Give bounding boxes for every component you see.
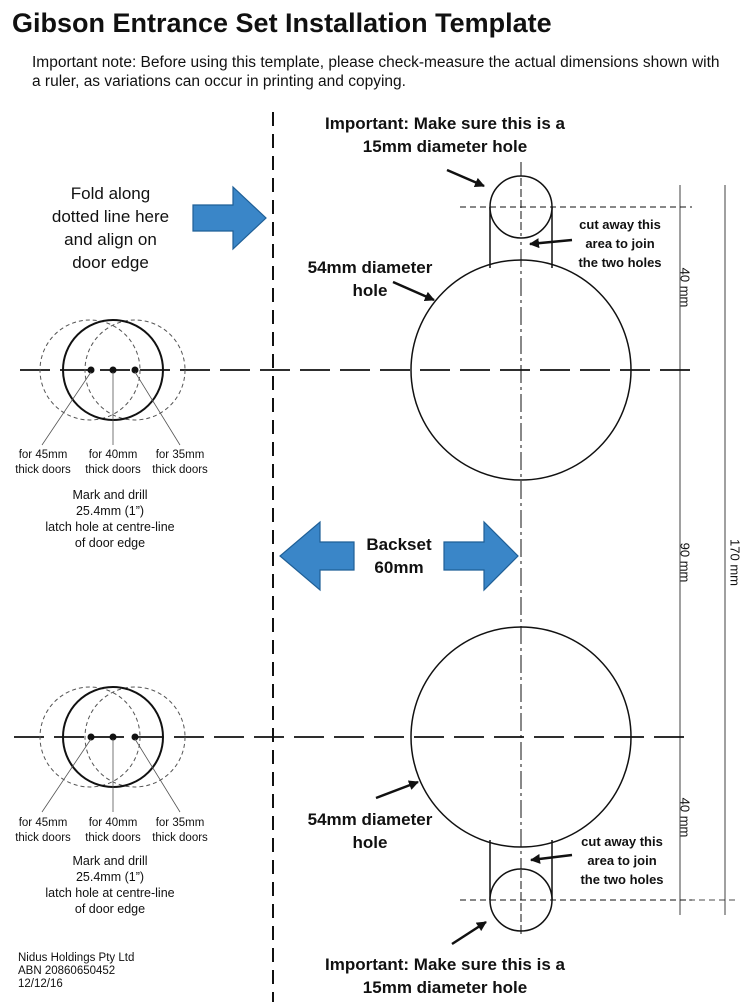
fold-arrow [192,185,267,251]
drill-note-bottom: Mark and drill 25.4mm (1”) latch hole at… [45,854,175,916]
company-name: Nidus Holdings Pty Ltd [18,952,135,964]
backset-arrow-left [279,520,355,592]
drill-note-top: Mark and drill 25.4mm (1”) latch hole at… [45,488,175,550]
backset-arrow-right [443,520,519,592]
fold-instruction: Fold along dotted line here and align on… [51,184,170,272]
important-bottom: Important: Make sure this is a 15mm diam… [325,955,565,997]
large-hole-top [410,259,632,481]
footer: Nidus Holdings Pty Ltd ABN 20860650452 1… [18,952,134,991]
dimension-total-170: 170 mm [727,539,743,586]
latch-diagram-bottom [39,686,186,813]
latch-diagram-top [39,319,186,446]
date: 12/12/16 [18,978,63,990]
important-note: Important note: Before using this templa… [32,54,720,90]
thickness-label-40-bottom: for 40mm thick doors [85,817,141,844]
dimension-mid-90: 90 mm [677,542,693,583]
thickness-label-35-bottom: for 35mm thick doors [152,817,208,844]
large-hole-bottom [410,626,632,848]
dimension-top-40: 40 mm [677,267,693,308]
cutaway-label-bottom: cut away this area to join the two holes [580,834,664,887]
hole-54-label-bottom: 54mm diameter hole [307,810,433,852]
thickness-label-40-top: for 40mm thick doors [85,449,141,476]
page-title: Gibson Entrance Set Installation Templat… [12,8,552,38]
important-top: Important: Make sure this is a 15mm diam… [325,114,565,156]
abn: ABN 20860650452 [18,965,116,977]
backset-label: Backset 60mm [366,535,432,577]
hole-54-label-top: 54mm diameter hole [307,258,433,300]
dimension-bottom-40: 40 mm [677,797,693,838]
thickness-label-35-top: for 35mm thick doors [152,449,208,476]
thickness-label-45-top: for 45mm thick doors [15,449,71,476]
cutaway-label-top: cut away this area to join the two holes [578,217,662,270]
thickness-label-45-bottom: for 45mm thick doors [15,817,71,844]
